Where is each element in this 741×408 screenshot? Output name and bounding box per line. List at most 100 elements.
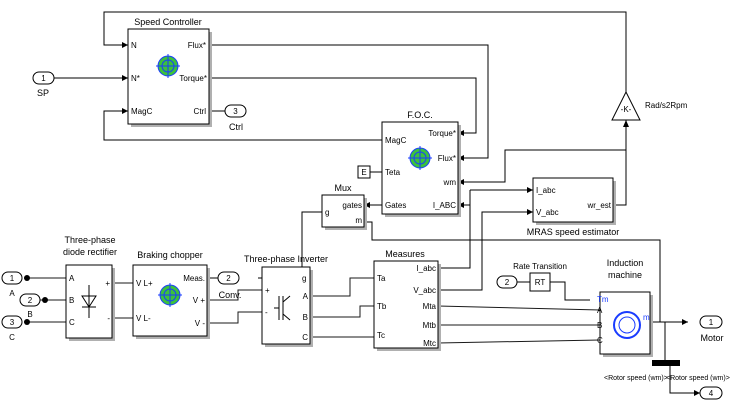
machine-port-b: B	[597, 321, 602, 330]
measures-port-tb: Tb	[377, 302, 387, 311]
machine-title-1: Induction	[607, 258, 644, 268]
arrow-vabc	[527, 209, 533, 215]
measures-block[interactable]: Measures Ta Tb Tc I_abc V_abc Mta Mtb Mt…	[373, 249, 441, 351]
machine-port-tm: Tm	[597, 295, 609, 304]
foc-port-iabc: I_ABC	[433, 201, 456, 210]
outport-conv-num: 2	[226, 274, 231, 283]
foc-port-wm: wm	[443, 178, 457, 187]
speed-controller-block[interactable]: Speed Controller N N* MagC Flux* Torque*…	[127, 17, 212, 127]
arrow-out4	[694, 390, 700, 396]
inport-a[interactable]: 1 A	[1, 271, 30, 298]
inport-c-num: 3	[10, 318, 15, 327]
wire-flux	[208, 44, 489, 159]
mras-port-vabc: V_abc	[536, 208, 559, 217]
foc-title: F.O.C.	[407, 110, 433, 120]
inverter-port-neg: -	[265, 308, 268, 317]
inport-b-label: B	[27, 310, 32, 319]
port-flux: Flux*	[188, 41, 206, 50]
inport-a-label: A	[9, 289, 15, 298]
wire-meas-a	[437, 305, 601, 311]
chopper-port-vlp: V L+	[136, 279, 153, 288]
inport-a-oval	[1, 271, 23, 285]
outport-conv[interactable]: 2 Conv.	[217, 271, 241, 300]
port-nstar: N*	[131, 74, 140, 83]
measures-port-vabc: V_abc	[413, 286, 436, 295]
mux-title: Mux	[334, 183, 352, 193]
outport-4-num: 4	[709, 389, 714, 398]
mras-port-wr: wr_est	[586, 201, 611, 210]
measures-port-iabc: I_abc	[416, 264, 436, 273]
inport-sp-oval	[32, 71, 55, 85]
gain-symbol: -K-	[621, 105, 632, 114]
rectifier-port-b: B	[69, 296, 74, 305]
rectifier-block[interactable]: Three-phase diode rectifier A B C + -	[63, 235, 117, 341]
controller-icon	[156, 54, 180, 78]
wire-gain-in	[615, 120, 627, 206]
inport-b-oval	[19, 293, 41, 307]
chopper-block[interactable]: Braking chopper V L+ V L- Meas. V + V -	[132, 250, 210, 339]
rectifier-title-2: diode rectifier	[63, 247, 117, 257]
foc-block[interactable]: F.O.C. MagC Teta Gates Torque* Flux* wm …	[381, 110, 461, 217]
wire-meas-c	[437, 339, 601, 344]
rectifier-port-neg: -	[107, 314, 110, 323]
inverter-block[interactable]: Three-phase Inverter g + - A B C	[244, 254, 328, 347]
mux-port-g: g	[325, 208, 329, 217]
inport-a-num: 1	[10, 274, 15, 283]
measures-port-mtb: Mtb	[423, 321, 437, 330]
arrow-iabc-mras	[527, 187, 533, 193]
machine-port-a: A	[597, 306, 603, 315]
inport-b[interactable]: 2 B	[19, 293, 48, 319]
wire-chopper-vp	[207, 289, 262, 301]
inport-c[interactable]: 3 C	[1, 315, 30, 342]
mras-block[interactable]: I_abc V_abc wr_est MRAS speed estimator	[527, 177, 620, 237]
wire-out4	[669, 365, 700, 394]
outport-ctrl[interactable]: 3 Ctrl	[224, 104, 247, 132]
diode-icon	[81, 285, 97, 318]
gain-triangle	[611, 90, 641, 121]
chopper-port-vm: V -	[195, 319, 206, 328]
bus-label-left: <Rotor speed (wm)>	[604, 375, 668, 382]
outport-conv-oval	[217, 271, 240, 285]
foc-port-gates: Gates	[385, 201, 406, 210]
gain-label: Rad/s2Rpm	[645, 101, 688, 110]
inverter-port-c: C	[302, 333, 308, 342]
goto-e[interactable]: E	[357, 165, 371, 179]
inverter-port-a: A	[303, 292, 309, 301]
chopper-port-vlm: V L-	[136, 314, 151, 323]
rt-symbol: RT	[535, 278, 546, 287]
inport-sp[interactable]: 1 SP	[32, 71, 55, 98]
goto-e-box	[357, 165, 371, 179]
arrow-motor	[682, 319, 688, 325]
inport-c-dot	[24, 319, 30, 325]
port-torque: Torque*	[179, 74, 207, 83]
bus-selector[interactable]	[652, 360, 680, 366]
inverter-port-g: g	[302, 274, 306, 283]
inport-rt-num: 2	[505, 278, 510, 287]
arrow-gain	[623, 120, 629, 127]
machine-block[interactable]: Induction machine Tm A B C m	[597, 258, 653, 357]
outport-motor[interactable]: 1 Motor	[699, 315, 724, 343]
inverter-port-b: B	[303, 313, 308, 322]
igbt-icon	[274, 295, 291, 321]
outport-motor-num: 1	[709, 318, 714, 327]
wire-m-mux	[364, 221, 661, 322]
speed-controller-title: Speed Controller	[134, 17, 202, 27]
outport-4[interactable]: 4	[699, 386, 723, 400]
arrow-n	[122, 42, 128, 48]
measures-port-mta: Mta	[423, 302, 437, 311]
foc-icon	[408, 146, 432, 170]
mux-block[interactable]: Mux g gates m	[321, 183, 367, 230]
rate-transition-block[interactable]: 2 RT Rate Transition	[496, 262, 567, 292]
inport-rt-oval	[496, 275, 518, 289]
bus-label-right: <Rotor speed (wm)>	[666, 375, 730, 382]
rectifier-title-1: Three-phase	[64, 235, 115, 245]
mux-port-gates: gates	[342, 201, 362, 210]
inport-b-num: 2	[28, 296, 33, 305]
foc-port-teta: Teta	[385, 168, 401, 177]
measures-body	[373, 260, 439, 349]
inport-c-oval	[1, 315, 23, 329]
motor-icon	[613, 311, 641, 339]
measures-port-tc: Tc	[377, 331, 385, 340]
gain-block[interactable]: -K- Rad/s2Rpm	[611, 90, 688, 121]
arrow-magc-sc	[122, 108, 128, 114]
